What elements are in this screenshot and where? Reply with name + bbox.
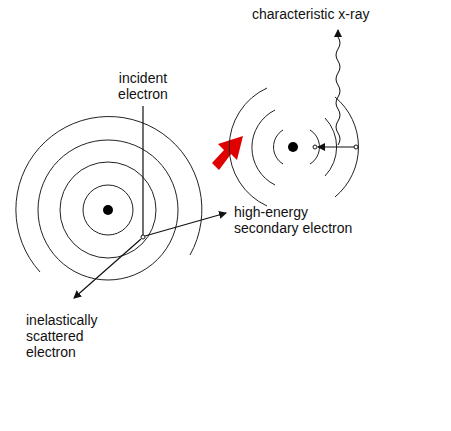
scattered-label: inelastically scattered electron — [26, 312, 111, 360]
secondary-label: high-energy secondary electron — [234, 204, 364, 236]
incident-label: incident electron — [108, 70, 178, 102]
xray-label: characteristic x-ray — [252, 6, 442, 22]
